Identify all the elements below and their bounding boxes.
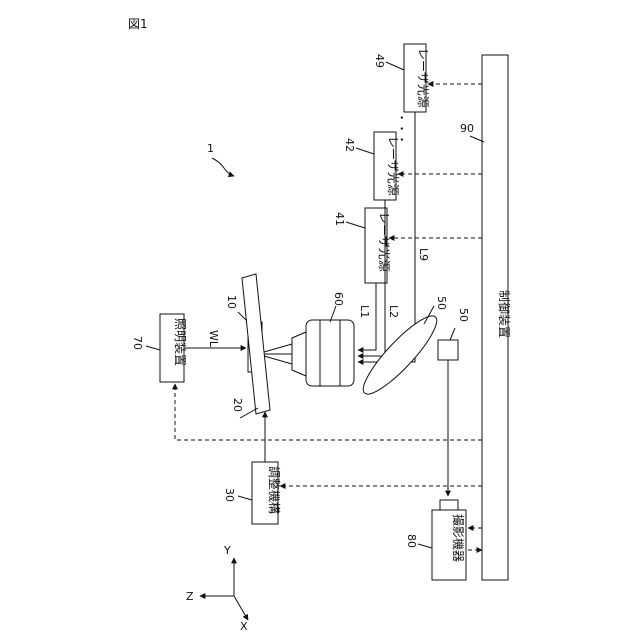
label-l2: L2 — [387, 305, 400, 318]
leader-49 — [386, 62, 404, 70]
laser-41-label: レーザ光源 — [377, 212, 391, 272]
label-70: 70 — [131, 336, 144, 350]
label-90: 90 — [460, 122, 474, 135]
laser-49-label: レーザ光源 — [416, 48, 430, 108]
controller-box: 制御装置 — [482, 55, 512, 580]
leader-41 — [346, 222, 365, 228]
label-wl: WL — [207, 330, 220, 348]
leader-50-sensor — [450, 328, 455, 340]
axis-y: Y — [223, 544, 231, 557]
label-50-sensor: 50 — [457, 308, 470, 322]
label-49: 49 — [373, 54, 386, 68]
control-line-illumination — [175, 384, 482, 440]
camera-device: 撮影機器 — [432, 500, 466, 580]
label-30: 30 — [223, 488, 236, 502]
label-l1: L1 — [358, 305, 371, 318]
stage-20 — [242, 274, 270, 414]
label-60: 60 — [332, 292, 345, 306]
label-10: 10 — [225, 295, 238, 309]
system-leader — [212, 158, 234, 176]
axis-z: Z — [186, 590, 194, 603]
label-41: 41 — [333, 212, 346, 226]
sensor-50 — [438, 340, 458, 360]
axes-indicator: Z Y X — [186, 544, 248, 633]
leader-70 — [146, 346, 160, 350]
figure-label: 図1 — [128, 17, 148, 31]
label-system: 1 — [207, 142, 214, 155]
label-20: 20 — [231, 398, 244, 412]
illumination-label: 照明装置 — [173, 318, 187, 366]
ellipsis: ・・・ — [395, 112, 408, 145]
label-l9: L9 — [417, 248, 430, 261]
leader-80 — [418, 544, 432, 548]
laser-source-49: レーザ光源 — [404, 44, 430, 112]
focus-beam-3 — [264, 356, 292, 364]
controller-label: 制御装置 — [497, 290, 512, 338]
label-50-mirror: 50 — [435, 296, 448, 310]
leader-30 — [238, 496, 252, 500]
camera-label: 撮影機器 — [451, 514, 466, 562]
label-80: 80 — [405, 534, 418, 548]
adjust-mechanism: 調整機構 — [252, 462, 282, 524]
illumination-device: 照明装置 — [160, 314, 187, 382]
label-42: 42 — [343, 138, 356, 152]
scan-mirror — [355, 308, 445, 402]
laser-source-41: レーザ光源 — [365, 208, 391, 283]
axis-x: X — [240, 620, 248, 633]
adjust-label: 調整機構 — [267, 466, 282, 514]
focus-beam-1 — [264, 344, 292, 352]
leader-42 — [356, 148, 374, 154]
objective-lens — [292, 320, 354, 386]
